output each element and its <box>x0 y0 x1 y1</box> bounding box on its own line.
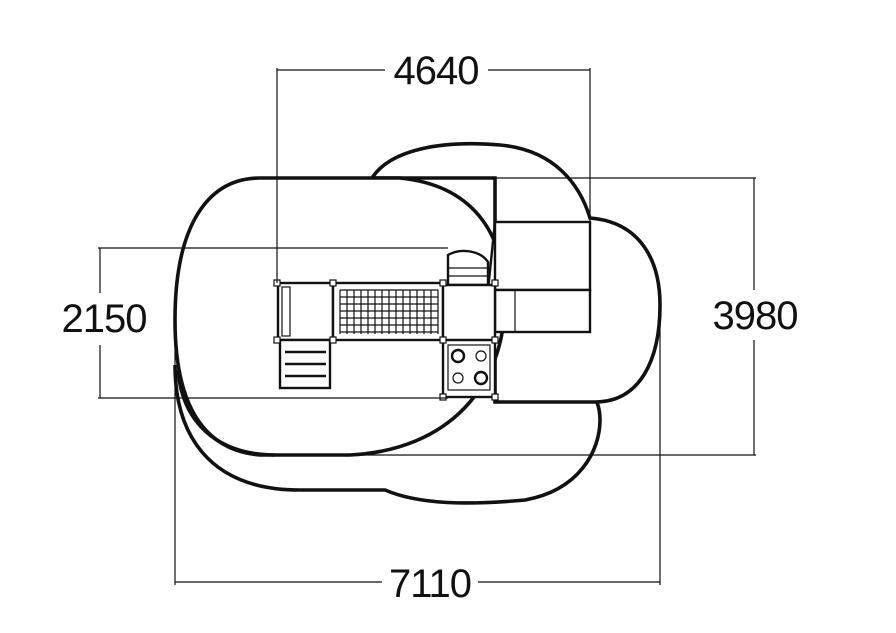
tower-roof <box>493 220 592 292</box>
post <box>329 279 337 287</box>
net-grid <box>339 289 439 334</box>
left-platform-rail <box>281 286 291 337</box>
post <box>329 336 337 344</box>
post <box>491 336 499 344</box>
dim-left-label: 2150 <box>62 297 147 341</box>
post <box>491 279 499 287</box>
panel-circle-3 <box>452 372 464 384</box>
post <box>439 393 447 401</box>
dim-right-label: 3980 <box>713 294 798 338</box>
dim-bottom-label: 7110 <box>389 562 471 606</box>
dimension-lines <box>98 68 756 585</box>
slide <box>493 288 592 334</box>
panel-circle-4 <box>473 370 489 386</box>
post <box>273 336 281 344</box>
game-panel <box>447 344 491 391</box>
panel-circle-2 <box>475 350 487 362</box>
post <box>439 336 447 344</box>
panel-circle-1 <box>450 348 466 364</box>
safety-zone-outer-shadow <box>173 364 602 505</box>
post <box>491 393 499 401</box>
play-structure <box>273 220 592 401</box>
dim-top-label: 4640 <box>394 49 479 93</box>
post <box>439 279 447 287</box>
safety-zone-lower-left <box>176 369 276 457</box>
left-platform <box>276 281 335 342</box>
